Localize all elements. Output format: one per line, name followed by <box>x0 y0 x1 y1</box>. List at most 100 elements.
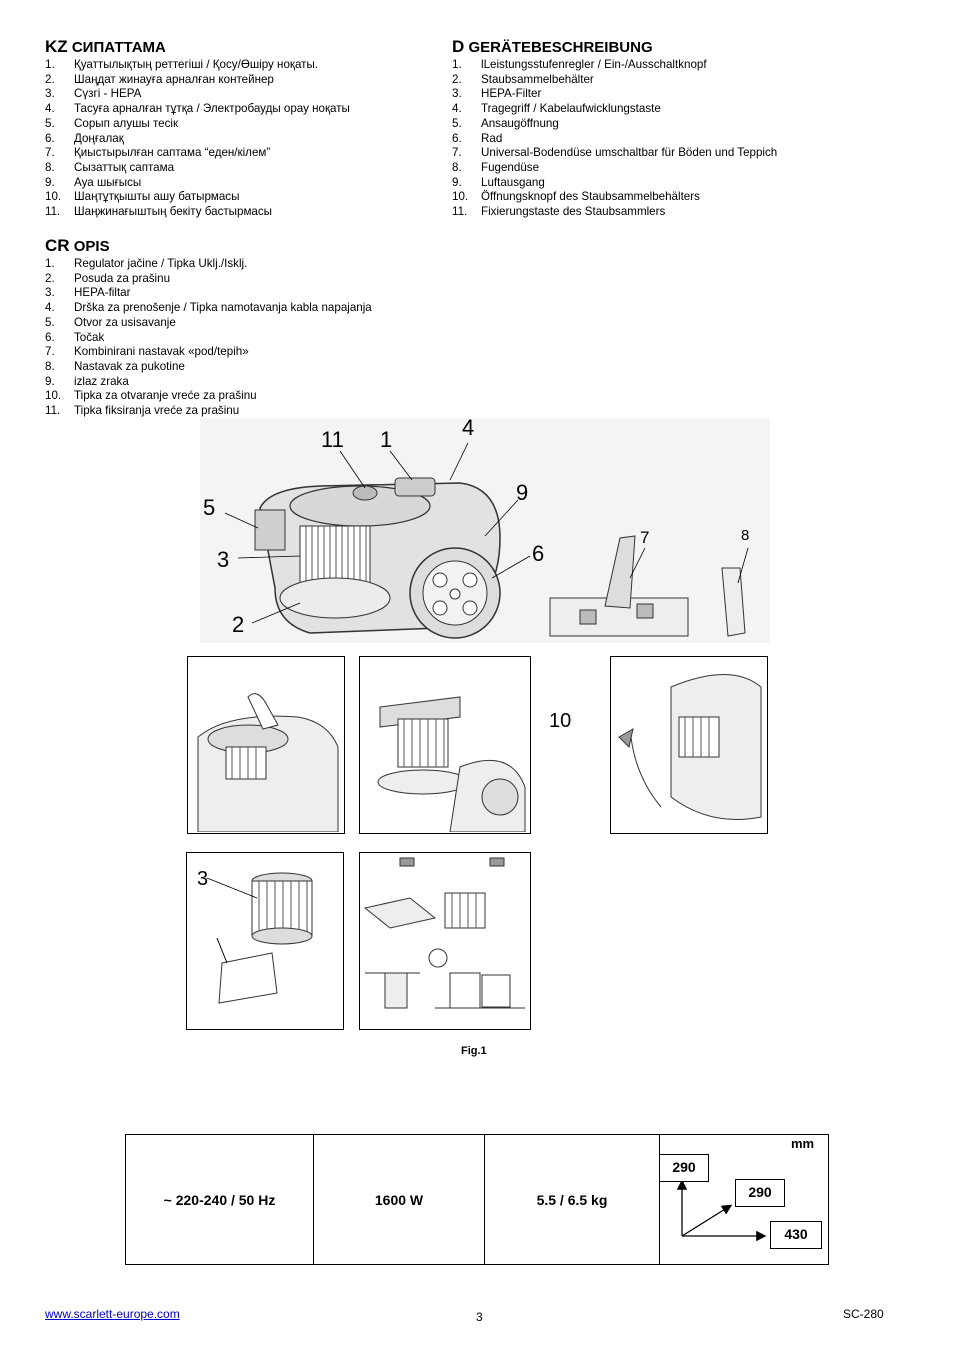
cr-parts-list: 1. Regulator jačine / Tipka Uklj./Isklj. 2… <box>45 257 372 419</box>
footer-website: www.scarlett-europe.com <box>45 1307 180 1321</box>
item-number: 1. <box>45 58 55 71</box>
item-text: HEPA-Filter <box>481 87 542 101</box>
part-list-item: 10. Шаңтұтқышты ашу батырмасы <box>45 190 350 205</box>
item-number: 4. <box>452 102 462 116</box>
item-number: 11. <box>45 404 61 418</box>
part-list-item: 6.Točak <box>45 331 372 346</box>
part-list-item: 11.Fixierungstaste des Staubsammlers <box>452 205 777 220</box>
part-list-item: 2.Posuda za prašinu <box>45 272 372 287</box>
step-panel-4 <box>186 852 344 1030</box>
item-number: 6. <box>452 131 462 145</box>
callout-3: 3 <box>217 547 230 572</box>
item-text: Regulator jačine / Tipka Uklj./Isklj. <box>74 257 248 270</box>
callout-11: 11 <box>321 427 344 452</box>
item-text: Fugendüse <box>481 160 540 174</box>
part-list-item: 11. Tipka fiksiranja vreće za prašinu <box>45 404 372 419</box>
part-list-item: 10. Tipka za otvaranje vreće za prašinu <box>45 389 372 404</box>
item-text: Ansaugöffnung <box>481 116 559 130</box>
item-text: Luftausgang <box>481 175 545 189</box>
item-text: Öffnungsknopf des Staubsammelbehälters <box>481 190 700 204</box>
dimension-width: 290 <box>735 1179 785 1207</box>
item-text: Tipka za otvaranje vreće za prašinu <box>74 389 257 403</box>
part-list-item: 11.Шаңжинағыштың бекіту бастырмасы <box>45 205 350 220</box>
item-number: 10. <box>45 190 62 204</box>
callout-5: 5 <box>203 495 216 520</box>
item-text: Сүзгі - HEPA <box>74 87 142 101</box>
step-panel-5 <box>359 852 531 1030</box>
wash-filter-illustration <box>363 857 525 1009</box>
part-list-item: 5.Otvor za usisavanje <box>45 316 372 331</box>
item-number: 7. <box>45 345 55 359</box>
item-text: Točak <box>74 330 105 344</box>
item-text: Тасуға арналған тұтқа / Электробауды ора… <box>74 102 350 116</box>
part-list-item: 2.Шаңдат жинауға арналған контейнер <box>45 73 350 88</box>
item-text: Rad <box>481 131 503 145</box>
part-list-item: 3. Сүзгі - HEPA <box>45 87 350 102</box>
part-list-item: 1. Қуаттылықтың реттегіші / Қосу/Өшіру но… <box>45 58 350 73</box>
item-text: Tipka fiksiranja vreće za prašinu <box>74 404 240 418</box>
item-text: Staubsammelbehälter <box>481 72 594 86</box>
step-panel-3 <box>610 656 768 834</box>
figure-caption: Fig.1 <box>461 1045 487 1057</box>
part-list-item: 8. Fugendüse <box>452 161 777 176</box>
part-list-item: 4.Tragegriff / Kabelaufwicklungstaste <box>452 102 777 117</box>
step-panel-1 <box>187 656 345 834</box>
part-list-item: 5.Ansaugöffnung <box>452 117 777 132</box>
part-list-item: 8.Сызаттық саптама <box>45 161 350 176</box>
section-cr: CR OPIS 1. Regulator jačine / Tipka Uklj.… <box>45 237 372 419</box>
item-text: Қуаттылықтың реттегіші / Қосу/Өшіру ноқа… <box>74 58 319 71</box>
page-number: 3 <box>476 1310 483 1324</box>
part-list-item: 6.Доңғалақ <box>45 132 350 147</box>
item-text: Drška za prenošenje / Tipka namotavanja … <box>74 301 372 315</box>
callout-6: 6 <box>532 541 545 566</box>
remove-filter-illustration <box>206 872 313 1004</box>
item-number: 9. <box>452 175 462 189</box>
item-number: 9. <box>45 175 55 189</box>
callout-2: 2 <box>232 612 245 637</box>
website-link[interactable]: www.scarlett-europe.com <box>45 1307 180 1321</box>
item-number: 1. <box>452 58 462 71</box>
item-number: 10. <box>45 389 62 403</box>
vacuum-main-illustration <box>200 418 770 643</box>
item-text: Шаңтұтқышты ашу батырмасы <box>74 190 240 204</box>
section-kz-heading: KZ СИПАТТАМА <box>45 37 166 56</box>
callout-8: 8 <box>741 527 750 544</box>
item-text: Posuda za prašinu <box>74 271 171 285</box>
item-text: Nastavak za pukotine <box>74 359 185 373</box>
item-number: 10. <box>452 190 469 204</box>
item-number: 3. <box>45 286 55 300</box>
item-number: 7. <box>45 146 55 160</box>
part-list-item: 9.izlaz zraka <box>45 375 372 390</box>
item-number: 11. <box>45 205 61 219</box>
item-number: 3. <box>45 87 55 101</box>
item-text: Ауа шығысы <box>74 175 142 189</box>
callout-7: 7 <box>640 528 650 547</box>
section-d: D GERÄTEBESCHREIBUNG 1.lLeistungsstufenr… <box>452 38 777 220</box>
item-text: Universal-Bodendüse umschaltbar für Böde… <box>481 146 778 160</box>
item-number: 1. <box>45 257 55 270</box>
section-kz: KZ СИПАТТАМА 1. Қуаттылықтың реттегіші / … <box>45 38 350 220</box>
item-number: 11. <box>452 205 468 219</box>
dimensions-axes-icon <box>676 1179 767 1242</box>
item-number: 2. <box>452 72 462 86</box>
item-number: 3. <box>452 87 462 101</box>
dimension-height: 290 <box>659 1154 709 1182</box>
kz-parts-list: 1. Қуаттылықтың реттегіші / Қосу/Өшіру но… <box>45 58 350 220</box>
item-number: 8. <box>452 160 462 174</box>
callout-3-filter: 3 <box>197 868 209 890</box>
step-panel-2 <box>359 656 531 834</box>
dimensions-unit: mm <box>791 1136 815 1151</box>
item-number: 8. <box>45 359 55 373</box>
item-number: 4. <box>45 301 55 315</box>
section-cr-heading: CR OPIS <box>45 236 110 255</box>
part-list-item: 1. Regulator jačine / Tipka Uklj./Isklj. <box>45 257 372 272</box>
part-list-item: 9. Luftausgang <box>452 176 777 191</box>
item-number: 7. <box>452 146 462 160</box>
remove-container-illustration <box>197 693 339 833</box>
item-text: Сорып алушы тесік <box>74 116 179 130</box>
item-text: Otvor za usisavanje <box>74 315 176 329</box>
item-text: Доңғалақ <box>74 131 124 145</box>
model-number: SC-280 <box>843 1307 884 1321</box>
part-list-item: 7.Қиыстырылған саптама “еден/кілем” <box>45 146 350 161</box>
item-number: 5. <box>45 116 55 130</box>
